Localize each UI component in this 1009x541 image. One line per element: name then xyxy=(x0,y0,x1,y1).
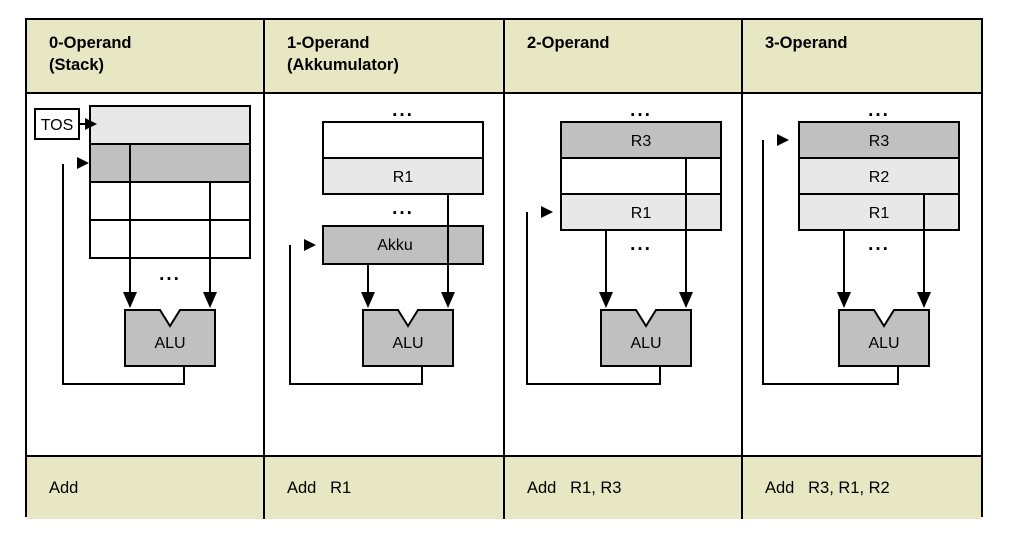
stack-cells xyxy=(89,105,251,259)
three-alu-arrowhead-left xyxy=(837,292,851,308)
two-ellipsis-top: ... xyxy=(630,100,652,121)
alu-shape xyxy=(600,309,692,367)
header-line2: (Stack) xyxy=(49,56,105,75)
header-line1: 2-Operand xyxy=(527,34,610,52)
two-ellipsis-mid: ... xyxy=(630,234,652,255)
header-cell-3-operand: 3-Operand xyxy=(743,20,981,92)
header-cell-0-operand: 0-Operand (Stack) xyxy=(27,20,265,92)
alu-shape xyxy=(124,309,216,367)
stack-cell-tos xyxy=(89,105,251,145)
akku-label: Akku xyxy=(377,237,413,254)
diagram-stack: TOS ... ALU xyxy=(27,94,265,455)
instruction-cell-3-operand: Add R3, R1, R2 xyxy=(743,457,981,519)
three-register-cells: R3 R2 R1 xyxy=(798,121,960,231)
three-cell-r3 xyxy=(798,121,960,159)
accu-ellipsis-top: ... xyxy=(392,100,414,121)
table-header-row: 0-Operand (Stack) 1-Operand (Akkumulator… xyxy=(27,20,981,94)
three-cell-r3-label: R3 xyxy=(869,133,890,150)
operand-comparison-table: 0-Operand (Stack) 1-Operand (Akkumulator… xyxy=(25,18,983,519)
instruction-cell-0-operand: Add xyxy=(27,457,265,519)
akku-feedback-arrowhead xyxy=(304,239,316,251)
stack-alu-arrowhead-left xyxy=(123,292,137,308)
akku-register: Akku xyxy=(322,225,484,265)
three-feedback-path xyxy=(762,140,899,385)
akku-box xyxy=(322,225,484,265)
accu-alu-arrowhead-right xyxy=(441,292,455,308)
table-body-row: TOS ... ALU xyxy=(27,94,981,455)
stack-feedback-arrowhead xyxy=(77,157,89,169)
tos-label: TOS xyxy=(41,117,74,134)
diagram-two-operand: ... R3 R1 ... xyxy=(505,94,743,455)
three-feedback-arrowhead xyxy=(777,134,789,146)
two-alu-arrowhead-left xyxy=(599,292,613,308)
diagram-accumulator: ... R1 ... Akku xyxy=(265,94,505,455)
header-cell-2-operand: 2-Operand xyxy=(505,20,743,92)
three-ellipsis-mid: ... xyxy=(868,234,890,255)
two-cell-r1-label: R1 xyxy=(631,205,652,222)
stack-feedback-path xyxy=(62,164,185,385)
two-feedback-arrowhead xyxy=(541,206,553,218)
instruction-cell-1-operand: Add R1 xyxy=(265,457,505,519)
table-footer-row: Add Add R1 Add R1, R3 Add R3, R1, R2 xyxy=(27,455,981,519)
stack-alu-arrowhead-right xyxy=(203,292,217,308)
two-cell-r3-label: R3 xyxy=(631,133,652,150)
accu-ellipsis-mid: ... xyxy=(392,198,414,219)
two-alu-arrowhead-right xyxy=(679,292,693,308)
three-cell-r2-label: R2 xyxy=(869,169,890,186)
diagram-three-operand: ... R3 R2 R1 ... xyxy=(743,94,981,455)
alu-accumulator: ALU xyxy=(362,309,454,367)
header-line1: 1-Operand xyxy=(287,34,370,52)
three-alu-arrowhead-right xyxy=(917,292,931,308)
alu-shape xyxy=(838,309,930,367)
stack-inner-lines xyxy=(129,144,211,258)
two-feedback-path xyxy=(526,212,661,385)
alu-shape xyxy=(362,309,454,367)
tos-pointer: TOS xyxy=(34,108,97,140)
header-line2: (Akkumulator) xyxy=(287,56,399,75)
stack-cell-3 xyxy=(89,181,251,221)
header-line1: 3-Operand xyxy=(765,34,848,52)
accu-alu-arrowhead-left xyxy=(361,292,375,308)
alu-label: ALU xyxy=(630,335,661,352)
alu-two-operand: ALU xyxy=(600,309,692,367)
accu-cell-r1-label: R1 xyxy=(393,169,414,186)
stack-cell-2 xyxy=(89,143,251,183)
accu-cell-r1 xyxy=(322,157,484,195)
tos-arrowhead xyxy=(85,118,97,130)
two-register-cells: R3 R1 xyxy=(560,121,722,231)
three-cell-r1 xyxy=(798,193,960,231)
akku-feedback-path xyxy=(289,245,423,385)
alu-label: ALU xyxy=(868,335,899,352)
alu-label: ALU xyxy=(154,335,185,352)
three-cell-r1-label: R1 xyxy=(869,205,890,222)
accu-cell-empty xyxy=(322,121,484,159)
three-cell-r2 xyxy=(798,157,960,195)
alu-label: ALU xyxy=(392,335,423,352)
alu-three-operand: ALU xyxy=(838,309,930,367)
two-cell-r1 xyxy=(560,193,722,231)
stack-cell-4 xyxy=(89,219,251,259)
accu-memory-cells: R1 xyxy=(322,121,484,195)
alu-stack: ALU xyxy=(124,309,216,367)
instruction-cell-2-operand: Add R1, R3 xyxy=(505,457,743,519)
stack-ellipsis: ... xyxy=(159,264,181,285)
two-cell-empty xyxy=(560,157,722,195)
header-cell-1-operand: 1-Operand (Akkumulator) xyxy=(265,20,505,92)
header-line1: 0-Operand xyxy=(49,34,132,52)
three-ellipsis-top: ... xyxy=(868,100,890,121)
